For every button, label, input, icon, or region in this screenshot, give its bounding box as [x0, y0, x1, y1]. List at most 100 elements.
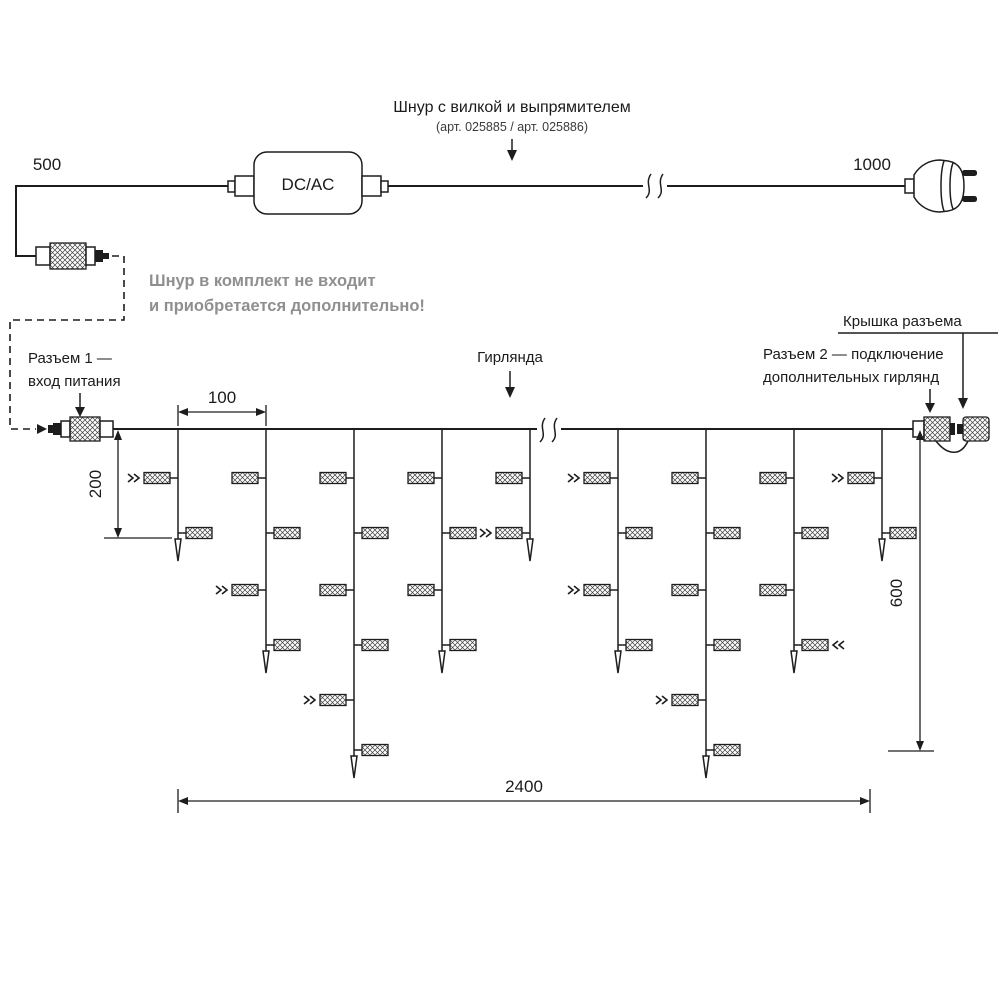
- garland-label: Гирлянда: [477, 349, 543, 366]
- dimension-100: 100: [177, 388, 267, 426]
- lamp: [583, 471, 611, 485]
- lamp-mark-icon: [573, 473, 581, 483]
- lamp: [449, 526, 477, 540]
- drop-tip: [878, 538, 886, 562]
- plug-prong-bottom: [962, 196, 977, 202]
- garland-wire-break-icon: [537, 417, 561, 443]
- plug-body: [913, 159, 965, 213]
- lamp: [185, 526, 213, 540]
- lamp: [625, 526, 653, 540]
- power-cord-section: Шнур с вилкой и выпрямителем (арт. 02588…: [9, 99, 977, 434]
- garland-drop: [127, 429, 213, 562]
- lamp-mark-icon: [567, 585, 575, 595]
- garland-arrow-icon: [505, 371, 515, 398]
- lamp-mark-icon: [303, 695, 311, 705]
- cord-connector-icon: [35, 242, 109, 270]
- lamp-mark-icon: [837, 640, 845, 650]
- lamp: [495, 526, 523, 540]
- connector2-label-line2: дополнительных гирлянд: [763, 369, 939, 386]
- lamp-mark-icon: [661, 695, 669, 705]
- garland-drop: [215, 429, 301, 674]
- lamp-mark-icon: [831, 640, 839, 650]
- dim-600-label: 600: [887, 579, 906, 607]
- connector2-label-line1: Разъем 2 — подключение: [763, 346, 944, 363]
- garland-drop: [759, 429, 845, 674]
- lamp: [889, 526, 917, 540]
- connector2-icon: [912, 416, 955, 442]
- lamp-mark-icon: [831, 473, 839, 483]
- lamp: [407, 583, 435, 597]
- dimension-200: 200: [86, 430, 172, 539]
- adapter-label: DC/AC: [282, 175, 335, 194]
- lamp-mark-icon: [837, 473, 845, 483]
- dim-500-label: 500: [33, 155, 61, 174]
- drop-tip: [174, 538, 182, 562]
- cord-title-arrow-icon: [507, 139, 517, 161]
- cap-arrow-icon: [958, 333, 968, 409]
- connector1-label-line2: вход питания: [28, 373, 121, 390]
- cord-title: Шнур с вилкой и выпрямителем: [393, 99, 630, 116]
- dim-100-label: 100: [208, 388, 236, 407]
- lamp: [759, 471, 787, 485]
- drop-tip: [438, 650, 446, 674]
- garland-drop: [303, 429, 389, 779]
- garland-drop: [479, 429, 534, 562]
- lamp-mark-icon: [479, 528, 487, 538]
- dim-1000-label: 1000: [853, 155, 891, 174]
- cord-note-line1: Шнур в комплект не входит: [149, 272, 376, 290]
- lamp: [273, 638, 301, 652]
- lamp: [143, 471, 171, 485]
- dimension-2400: 2400: [177, 777, 871, 813]
- lamp: [319, 693, 347, 707]
- lamp-mark-icon: [567, 473, 575, 483]
- lamp: [801, 638, 829, 652]
- lamp: [801, 526, 829, 540]
- lamp: [583, 583, 611, 597]
- lamp: [361, 638, 389, 652]
- lamp-mark-icon: [655, 695, 663, 705]
- lamp: [273, 526, 301, 540]
- dashed-connection-path: [9, 255, 125, 434]
- lamp: [671, 693, 699, 707]
- lamp-mark-icon: [133, 473, 141, 483]
- lamp: [231, 583, 259, 597]
- lamp: [713, 526, 741, 540]
- lamp: [449, 638, 477, 652]
- lamp-mark-icon: [309, 695, 317, 705]
- dim-200-label: 200: [86, 470, 105, 498]
- drop-tip: [350, 755, 358, 779]
- garland-drop: [831, 429, 917, 562]
- drop-tip: [614, 650, 622, 674]
- lamp: [319, 471, 347, 485]
- connector1-label-line1: Разъем 1 —: [28, 350, 112, 367]
- garland-drop: [655, 429, 741, 779]
- connector1-icon: [48, 416, 114, 442]
- cord-wire-left: [15, 185, 228, 257]
- lamp: [847, 471, 875, 485]
- power-plug-icon: [904, 159, 977, 213]
- lamp-mark-icon: [573, 585, 581, 595]
- cord-note-line2: и приобретается дополнительно!: [149, 297, 425, 315]
- lamp: [759, 583, 787, 597]
- cord-article: (арт. 025885 / арт. 025886): [436, 120, 588, 134]
- drop-tip: [702, 755, 710, 779]
- lamp: [319, 583, 347, 597]
- lamp-mark-icon: [221, 585, 229, 595]
- connector1-arrow-icon: [75, 393, 85, 417]
- lamp: [361, 526, 389, 540]
- lamp: [407, 471, 435, 485]
- lamp: [231, 471, 259, 485]
- lamp: [671, 471, 699, 485]
- garland-drops: [127, 429, 917, 779]
- garland-drop: [407, 429, 477, 674]
- lamp: [495, 471, 523, 485]
- lamp: [671, 583, 699, 597]
- cap-label: Крышка разъема: [843, 313, 962, 330]
- dim-2400-label: 2400: [505, 777, 543, 796]
- lamp: [361, 743, 389, 757]
- wire-break-icon: [643, 173, 667, 199]
- garland-section: Разъем 1 — вход питания Гирлянда Разъем …: [28, 313, 998, 813]
- dimension-600: 600: [887, 430, 934, 752]
